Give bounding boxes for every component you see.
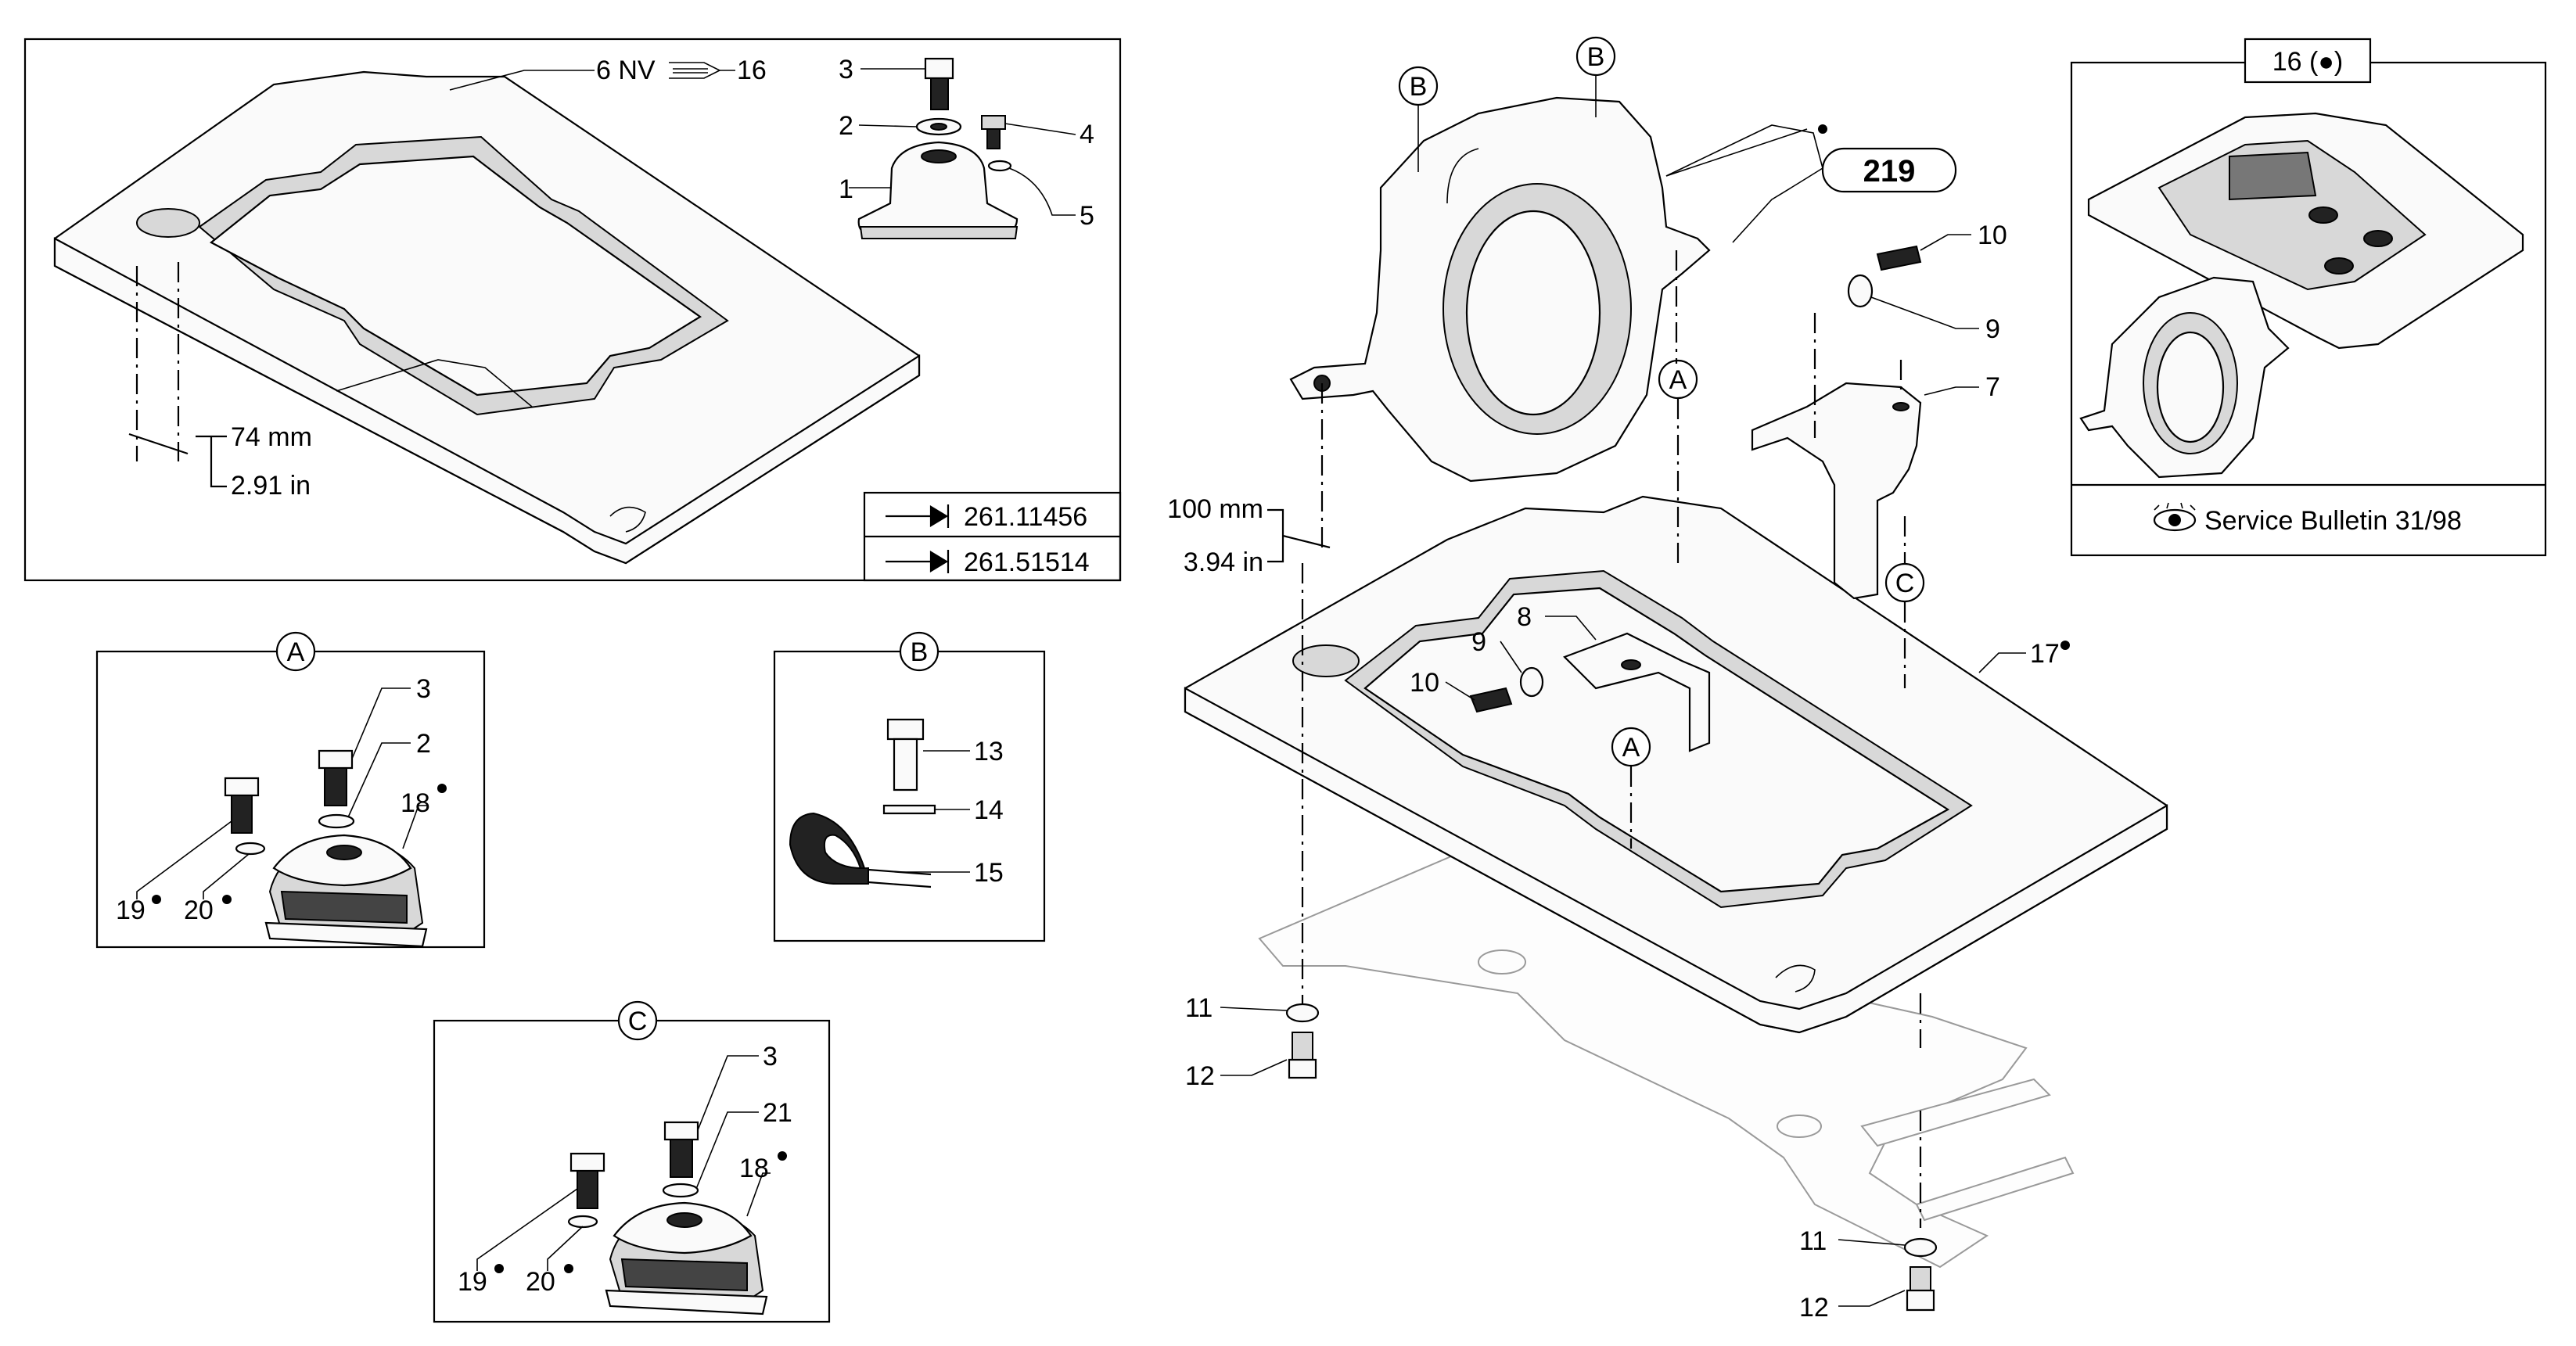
main-callout-b2: B	[1587, 42, 1605, 72]
washer-9-drawing	[1519, 666, 1544, 698]
mounting-frame-drawing	[53, 70, 921, 565]
detail-b-callout-circle	[899, 631, 940, 672]
label-16-top: 16	[737, 56, 767, 85]
main-label-10-upper: 10	[1978, 221, 2007, 250]
detail-a-mount-drawing	[224, 749, 428, 948]
label-3-top: 3	[839, 55, 853, 84]
bolt-10-upper-drawing	[1876, 245, 1922, 271]
dim-mm-label: 74 mm	[231, 422, 312, 452]
flywheel-housing-drawing	[1289, 96, 1711, 483]
detail-c-dot-18	[778, 1151, 787, 1161]
label-1-top: 1	[839, 174, 853, 204]
detail-c-dot-20	[564, 1264, 573, 1273]
detail-a-label-18: 18	[401, 788, 430, 818]
chassis-drawing	[1258, 843, 2075, 1269]
main-callout-c-circle	[1884, 562, 1925, 603]
main-label-12-right: 12	[1799, 1293, 1829, 1323]
detail-a-label-19: 19	[116, 896, 146, 925]
ref-261-51514: 261.51514	[964, 547, 1090, 577]
main-dim-mm: 100 mm	[1167, 494, 1263, 524]
detail-b-callout: B	[911, 637, 929, 667]
dimension-74mm: 74 mm 2.91 in	[128, 262, 312, 501]
label-4-top: 4	[1080, 120, 1094, 149]
main-callout-a1-circle	[1658, 359, 1698, 400]
mount-assembly-drawing: 3 2 4 1 5	[839, 55, 1094, 239]
main-label-9-lower: 9	[1471, 627, 1486, 657]
detail-a-callout-circle	[275, 631, 316, 672]
dimension-100mm: 100 mm 3.94 in	[1167, 494, 1331, 577]
detail-c-dot-19	[494, 1264, 504, 1273]
detail-a-label-2: 2	[416, 729, 431, 759]
bracket-7-drawing	[1751, 382, 1922, 600]
main-label-8: 8	[1517, 602, 1532, 632]
label-6-nv: 6 NV	[596, 56, 656, 85]
detail-a-box: A 3 2 18 19 20	[95, 631, 486, 949]
main-label-7: 7	[1985, 372, 2000, 402]
label-5-top: 5	[1080, 201, 1094, 231]
main-label-12-left: 12	[1185, 1061, 1215, 1091]
dot-17	[2060, 641, 2070, 650]
inset-housing-drawing	[2079, 276, 2290, 479]
detail-c-label-21: 21	[763, 1098, 792, 1128]
dim-in-label: 2.91 in	[231, 471, 311, 501]
detail-a-label-3: 3	[416, 674, 431, 704]
detail-c-label-20: 20	[526, 1267, 555, 1297]
detail-c-mount-drawing	[567, 1121, 768, 1315]
label-2-top: 2	[839, 111, 853, 141]
main-label-11-left: 11	[1185, 993, 1213, 1023]
detail-c-label-19: 19	[458, 1267, 487, 1297]
main-callout-b1: B	[1410, 72, 1428, 102]
main-callout-c: C	[1895, 569, 1915, 598]
detail-a-dot-18	[437, 784, 447, 793]
ref-261-11456: 261.11456	[964, 502, 1087, 532]
detail-c-box: C 3 21 18 19 20	[433, 1000, 831, 1323]
detail-c-callout: C	[628, 1007, 648, 1036]
main-label-9-upper: 9	[1985, 314, 2000, 344]
detail-c-label-18: 18	[739, 1154, 769, 1183]
main-frame-drawing	[1184, 495, 2168, 1034]
ref-219-badge[interactable]	[1821, 147, 1957, 193]
detail-b-label-14: 14	[974, 795, 1004, 825]
bracket-8-drawing	[1563, 632, 1711, 752]
detail-a-callout: A	[287, 637, 305, 667]
detail-b-parts-drawing	[789, 718, 936, 888]
detail-b-label-15: 15	[974, 858, 1004, 888]
eye-icon	[2153, 502, 2197, 532]
assembly-centerlines	[1301, 250, 1922, 1228]
main-label-10-lower: 10	[1410, 668, 1439, 698]
detail-b-box: B 13 14 15	[773, 631, 1046, 942]
detail-a-label-20: 20	[184, 896, 214, 925]
ref-219-label: 219	[1863, 154, 1916, 188]
reference-box: 261.11456 261.51514	[863, 491, 1122, 582]
main-label-17: 17	[2030, 639, 2060, 669]
detail-b-label-13: 13	[974, 737, 1004, 766]
inset-header-box	[2244, 38, 2372, 84]
washer-9-upper-drawing	[1847, 274, 1874, 308]
inset-frame-drawing	[2087, 112, 2524, 350]
service-bulletin-label: Service Bulletin 31/98	[2204, 506, 2462, 536]
washer-11-right	[1903, 1237, 1938, 1258]
dot-219	[1818, 124, 1827, 134]
bolt-10-drawing	[1469, 687, 1513, 713]
detail-a-dot-20	[222, 895, 232, 904]
main-callout-a2: A	[1622, 733, 1640, 763]
washer-11-left	[1285, 1003, 1320, 1023]
detail-c-label-3: 3	[763, 1042, 778, 1071]
inset-box: 16 (●) Service Bulletin 31/98	[2070, 38, 2547, 557]
top-left-detail-box: 74 mm 2.91 in 6 NV 16 3 2 4	[23, 38, 1122, 582]
main-label-11-right: 11	[1799, 1226, 1827, 1256]
main-assembly: 8 9 10 7 9 10 B B	[1167, 36, 2168, 1323]
inset-header: 16 (●)	[2272, 47, 2343, 77]
detail-a-dot-19	[152, 895, 161, 904]
main-callout-a2-circle	[1611, 727, 1651, 767]
main-callout-a1: A	[1669, 365, 1687, 395]
main-dim-in: 3.94 in	[1184, 547, 1263, 577]
callout-6-nv: 6 NV 16	[449, 56, 767, 91]
detail-c-callout-circle	[617, 1000, 658, 1041]
